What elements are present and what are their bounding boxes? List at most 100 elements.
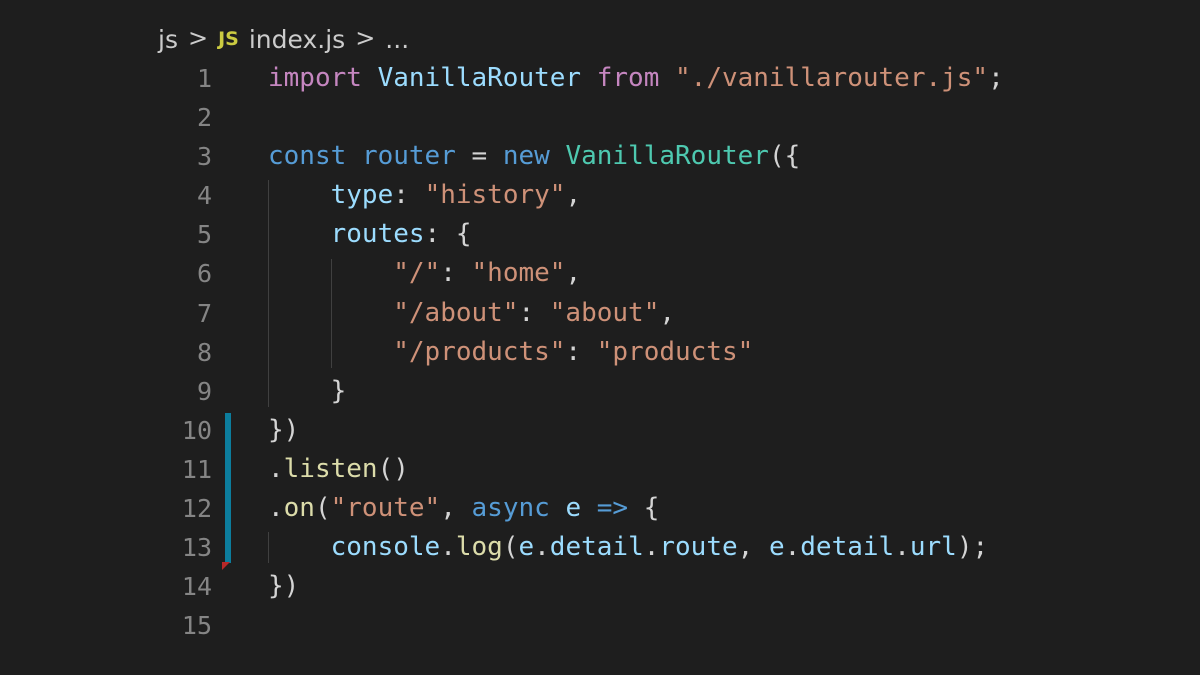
line-number: 7 bbox=[196, 298, 212, 328]
code-line[interactable]: 4 type: "history", bbox=[0, 176, 1200, 215]
code-token bbox=[659, 63, 675, 93]
indent-guide bbox=[331, 258, 332, 368]
chevron-right-icon: > bbox=[355, 24, 376, 52]
code-token bbox=[581, 493, 597, 523]
code-line[interactable]: 2 bbox=[0, 98, 1200, 137]
code-token: e bbox=[518, 532, 535, 563]
code-token: "about" bbox=[549, 297, 660, 328]
code-token: detail bbox=[800, 532, 895, 563]
code-token: () bbox=[377, 453, 409, 484]
code-text[interactable]: const router = new VanillaRouter({ bbox=[268, 137, 800, 176]
line-number: 12 bbox=[181, 494, 212, 524]
code-token bbox=[268, 180, 331, 210]
code-line[interactable]: 5 routes: { bbox=[0, 215, 1200, 254]
code-token: : bbox=[440, 258, 472, 289]
code-token: console bbox=[330, 532, 441, 563]
line-number: 1 bbox=[196, 64, 212, 93]
code-token: ({ bbox=[768, 141, 801, 172]
code-token: , bbox=[440, 493, 472, 524]
code-text[interactable]: .on("route", async e => { bbox=[268, 489, 659, 528]
code-text[interactable]: }) bbox=[268, 411, 299, 450]
code-token: import bbox=[268, 63, 362, 93]
code-text[interactable]: import VanillaRouter from "./vanillarout… bbox=[268, 59, 1004, 98]
code-line[interactable]: 12 .on("route", async e => { bbox=[0, 489, 1200, 528]
code-token: . bbox=[268, 453, 284, 484]
code-text[interactable]: "/": "home", bbox=[268, 254, 581, 293]
code-token bbox=[268, 532, 331, 562]
line-number: 6 bbox=[196, 259, 212, 289]
code-token: . bbox=[440, 532, 456, 563]
code-token: = bbox=[455, 141, 503, 172]
code-text[interactable]: "/about": "about", bbox=[268, 294, 675, 333]
code-line[interactable]: 9 } bbox=[0, 372, 1200, 411]
code-token: , bbox=[737, 532, 769, 563]
line-number: 5 bbox=[196, 220, 212, 250]
javascript-file-icon: JS bbox=[218, 28, 239, 50]
code-token: . bbox=[784, 532, 801, 563]
code-lines[interactable]: 1 import VanillaRouter from "./vanillarou… bbox=[0, 59, 1200, 645]
breadcrumb: js > JS index.js > ... bbox=[158, 22, 409, 56]
code-line[interactable]: 1 import VanillaRouter from "./vanillarou… bbox=[0, 59, 1200, 98]
code-token: on bbox=[283, 493, 315, 524]
code-line[interactable]: 13 console.log(e.detail.route, e.detail.… bbox=[0, 528, 1200, 567]
code-token: . bbox=[268, 493, 284, 524]
line-number: 2 bbox=[196, 103, 212, 133]
indent-guide bbox=[268, 532, 269, 564]
code-token: "./vanillarouter.js" bbox=[675, 63, 989, 93]
code-text[interactable]: }) bbox=[268, 567, 299, 606]
git-modified-indicator[interactable] bbox=[225, 412, 231, 564]
code-token: . bbox=[643, 532, 660, 563]
code-token bbox=[550, 141, 566, 171]
line-number: 8 bbox=[196, 337, 212, 367]
code-token: : bbox=[393, 180, 425, 211]
code-text[interactable]: console.log(e.detail.route, e.detail.url… bbox=[268, 528, 989, 567]
code-line[interactable]: 8 "/products": "products" bbox=[0, 333, 1200, 372]
code-token bbox=[346, 141, 362, 171]
chevron-right-icon: > bbox=[187, 24, 209, 52]
code-token: : bbox=[518, 297, 550, 328]
code-token: , bbox=[565, 258, 582, 289]
code-token bbox=[581, 63, 597, 93]
code-token: ); bbox=[956, 532, 989, 563]
code-line[interactable]: 11 .listen() bbox=[0, 450, 1200, 489]
code-text[interactable]: type: "history", bbox=[268, 176, 581, 215]
code-token: e bbox=[768, 532, 785, 563]
code-token: , bbox=[565, 180, 582, 211]
code-token: type bbox=[330, 180, 394, 211]
line-number: 13 bbox=[181, 533, 212, 563]
code-line[interactable]: 7 "/about": "about", bbox=[0, 294, 1200, 333]
code-text[interactable]: routes: { bbox=[268, 215, 472, 254]
code-token: "/about" bbox=[393, 297, 519, 328]
code-line[interactable]: 15 bbox=[0, 606, 1200, 645]
code-token: . bbox=[534, 532, 550, 563]
line-number: 4 bbox=[196, 181, 212, 211]
code-token: "/products" bbox=[393, 336, 566, 367]
code-token bbox=[362, 63, 378, 93]
code-text[interactable]: .listen() bbox=[268, 450, 409, 489]
code-line[interactable]: 3 const router = new VanillaRouter({ bbox=[0, 137, 1200, 176]
line-number: 15 bbox=[181, 611, 212, 641]
line-number: 3 bbox=[196, 142, 212, 172]
code-line[interactable]: 10}) bbox=[0, 411, 1200, 450]
code-text[interactable]: } bbox=[268, 372, 347, 411]
code-token: }) bbox=[268, 571, 300, 602]
line-number: 11 bbox=[181, 454, 212, 484]
code-token: "history" bbox=[424, 180, 566, 211]
code-token: "route" bbox=[330, 493, 441, 524]
breadcrumb-file[interactable]: index.js bbox=[248, 24, 346, 54]
code-token: e bbox=[565, 493, 582, 524]
code-token: "/" bbox=[393, 258, 441, 289]
code-line[interactable]: 6 "/": "home", bbox=[0, 254, 1200, 293]
breadcrumb-symbols-more[interactable]: ... bbox=[385, 24, 410, 54]
code-token: new bbox=[502, 141, 550, 172]
code-token: routes bbox=[330, 219, 425, 250]
code-line[interactable]: 14}) bbox=[0, 567, 1200, 606]
code-token: { bbox=[628, 493, 660, 524]
git-deleted-indicator[interactable] bbox=[222, 562, 230, 571]
code-text[interactable]: "/products": "products" bbox=[268, 333, 753, 372]
code-token: "home" bbox=[471, 258, 566, 289]
code-token: "products" bbox=[596, 336, 754, 367]
code-token: ; bbox=[988, 63, 1004, 93]
breadcrumb-folder[interactable]: js bbox=[158, 24, 178, 54]
